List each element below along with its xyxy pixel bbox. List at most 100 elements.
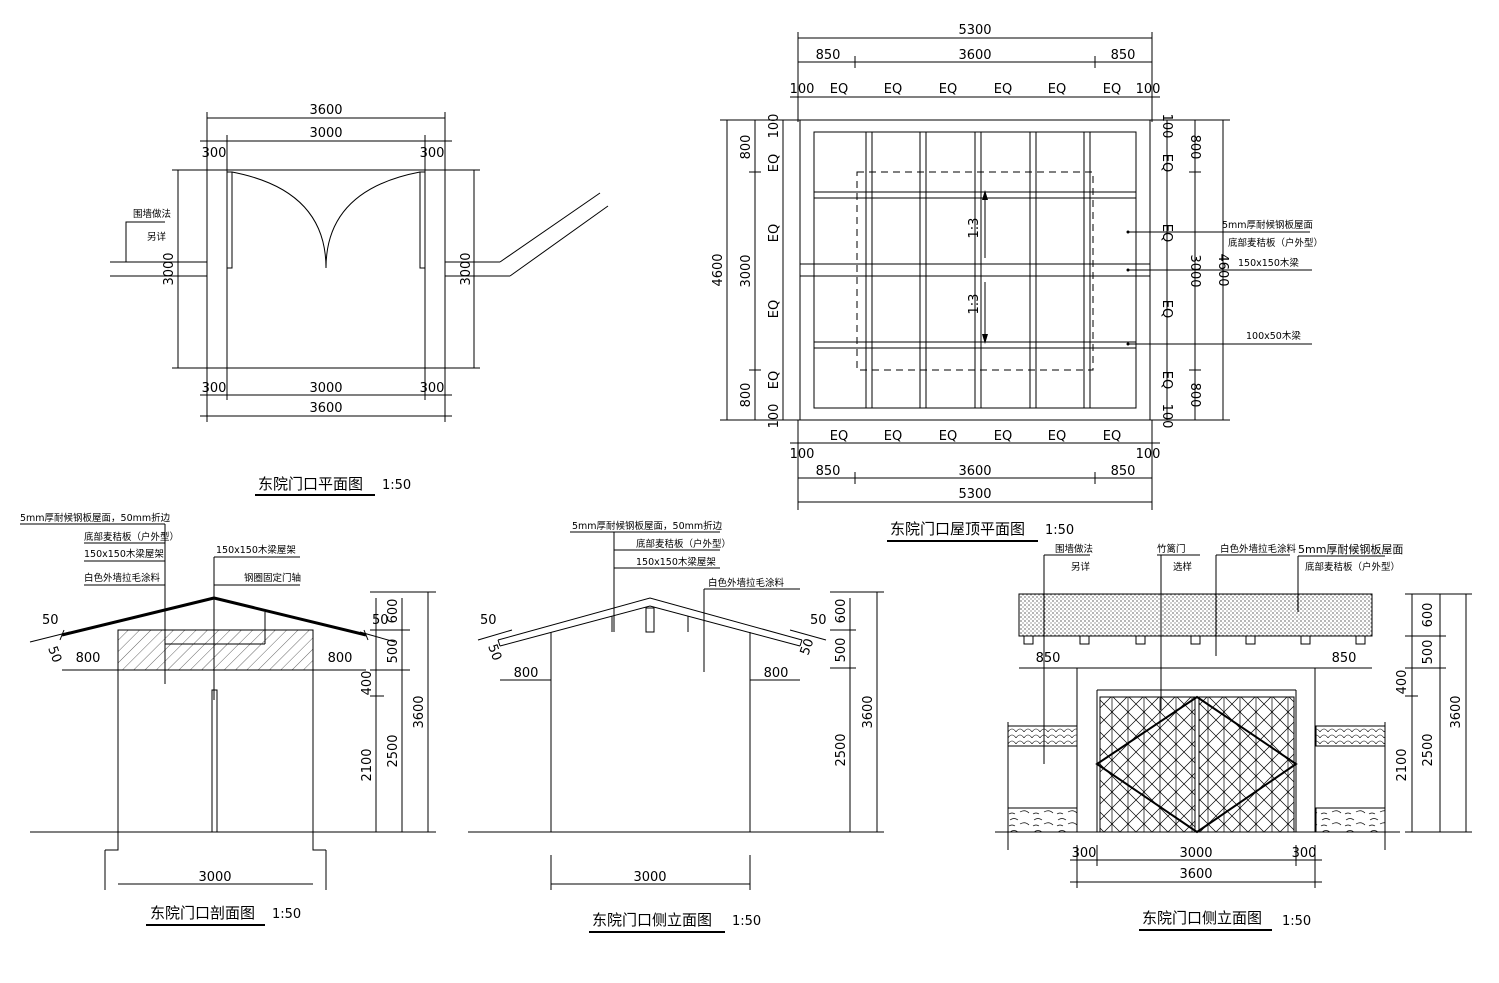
plan-dim-right-3000: 3000	[459, 252, 474, 285]
section-dim-50-left-b: 50	[44, 644, 64, 665]
front-note-paint: 白色外墙拉毛涂料	[1220, 543, 1297, 555]
plan-pillar-left	[206, 169, 228, 369]
side-note-2: 底部麦秸板（户外型）	[636, 538, 731, 550]
side-dim-500: 500	[834, 638, 849, 663]
plan-dim-top-300-right: 300	[420, 146, 445, 161]
side-dim-50-left: 50	[480, 613, 497, 628]
front-dim-3600-bottom: 3600	[1179, 867, 1212, 882]
roof-dim-top-100-left: 100	[790, 82, 815, 97]
roof-dim-right-800-top: 800	[1187, 135, 1202, 160]
plan-dim-bot-3000: 3000	[309, 381, 342, 396]
front-dim-300-left: 300	[1072, 846, 1097, 861]
side-roof-bottom	[499, 605, 801, 647]
front-elevation-drawing: 围墙做法 另详 竹篱门 选样 白色外墙拉毛涂料 5mm厚耐候钢板屋面 底部麦秸板…	[995, 542, 1472, 931]
front-dim-3000: 3000	[1179, 846, 1212, 861]
section-door-pivot	[211, 689, 218, 833]
plan-dim-top-3000: 3000	[309, 126, 342, 141]
plan-door-arc-right	[325, 171, 421, 269]
section-dim-600: 600	[386, 599, 401, 624]
side-scale: 1:50	[732, 914, 761, 929]
section-roof-right	[213, 596, 367, 637]
side-note-1: 5mm厚耐候钢板屋面，50mm折边	[572, 520, 723, 532]
side-dim-50-right: 50	[810, 613, 827, 628]
plan-title: 东院门口平面图	[258, 475, 363, 493]
roof-dim-bot-5300: 5300	[958, 487, 991, 502]
section-dim-500: 500	[386, 639, 401, 664]
side-dim-50-right-b: 50	[798, 637, 818, 658]
side-title: 东院门口侧立面图	[592, 911, 712, 929]
section-dim-400: 400	[360, 671, 375, 696]
roof-dim-left-4600: 4600	[711, 253, 726, 286]
roof-dim-right-3000: 3000	[1187, 254, 1202, 287]
roof-dim-bot-850-left: 850	[816, 464, 841, 479]
roof-eq-bot-5: EQ	[1048, 429, 1066, 444]
roof-dim-left-100-bot: 100	[767, 404, 782, 429]
plan-dim-bot-300-right: 300	[420, 381, 445, 396]
roof-eq-bot-3: EQ	[939, 429, 957, 444]
roof-dim-top-5300: 5300	[958, 23, 991, 38]
roof-eq-left-2: EQ	[767, 224, 782, 242]
roof-dim-top-850-right: 850	[1111, 48, 1136, 63]
roof-dim-top-3600: 3600	[958, 48, 991, 63]
section-note-2: 底部麦秸板（户外型）	[84, 531, 179, 543]
side-dim-600: 600	[834, 599, 849, 624]
roof-dim-left-800-top: 800	[739, 135, 754, 160]
roof-rafters	[799, 131, 1151, 409]
roof-eq-top-4: EQ	[994, 82, 1012, 97]
section-dim-800-right: 800	[328, 651, 353, 666]
roof-wall-outline	[856, 171, 1094, 371]
section-dim-3000: 3000	[198, 870, 231, 885]
side-note-3: 150x150木梁屋架	[636, 556, 716, 568]
plan-dim-top-3600: 3600	[309, 103, 342, 118]
plan-pillar-right	[424, 169, 446, 369]
plan-note-wall-2: 另详	[147, 231, 167, 243]
front-note-door-2: 选样	[1173, 561, 1192, 573]
side-dim-2500: 2500	[834, 733, 849, 766]
roof-eq-bot-2: EQ	[884, 429, 902, 444]
section-dim-800-left: 800	[76, 651, 101, 666]
front-dim-400: 400	[1395, 670, 1410, 695]
roof-eq-bot-1: EQ	[830, 429, 848, 444]
side-elevation-drawing: 5mm厚耐候钢板屋面，50mm折边 底部麦秸板（户外型） 150x150木梁屋架…	[468, 520, 884, 933]
roof-note-beam-big: 150x150木梁	[1238, 257, 1299, 269]
front-note-door-1: 竹篱门	[1157, 543, 1186, 555]
roof-eq-right-2: EQ	[1159, 224, 1174, 242]
section-note-3: 150x150木梁屋架	[84, 548, 164, 560]
front-roof-slab	[1018, 593, 1373, 637]
roof-note-roof-2: 底部麦秸板（户外型）	[1228, 237, 1323, 249]
front-dim-600: 600	[1421, 603, 1436, 628]
roof-dim-right-800-bot: 800	[1187, 383, 1202, 408]
section-roof-left	[61, 596, 215, 637]
plan-dim-top-300-left: 300	[202, 146, 227, 161]
roof-eq-right-1: EQ	[1159, 154, 1174, 172]
side-dim-800-left: 800	[514, 666, 539, 681]
roof-eq-bot-4: EQ	[994, 429, 1012, 444]
front-scale: 1:50	[1282, 914, 1311, 929]
roof-eq-left-1: EQ	[767, 154, 782, 172]
roof-plan-scale: 1:50	[1045, 523, 1074, 538]
front-note-roof-1: 5mm厚耐候钢板屋面	[1298, 542, 1403, 556]
roof-eq-top-2: EQ	[884, 82, 902, 97]
roof-dim-right-100-bot: 100	[1159, 404, 1174, 429]
roof-dim-bot-850-right: 850	[1111, 464, 1136, 479]
section-title: 东院门口剖面图	[150, 904, 255, 922]
front-dim-850-left: 850	[1036, 651, 1061, 666]
section-drawing: 3000 5mm厚耐候钢板屋面，50mm折边 底部麦秸板（户外型） 150x15…	[20, 512, 436, 926]
front-dim-850-right: 850	[1332, 651, 1357, 666]
side-dim-50-left-b: 50	[484, 642, 504, 663]
roof-dim-right-100-top: 100	[1159, 114, 1174, 139]
section-note-6: 钢圈固定门轴	[244, 572, 301, 584]
front-note-wall-1: 围墙做法	[1055, 543, 1093, 555]
front-note-roof-2: 底部麦秸板（户外型）	[1305, 561, 1400, 573]
front-dim-2500: 2500	[1421, 733, 1436, 766]
front-door-leaf-right	[1198, 696, 1295, 833]
roof-eq-left-4: EQ	[767, 371, 782, 389]
side-dim-3600: 3600	[861, 695, 876, 728]
plan-dim-bot-3600: 3600	[309, 401, 342, 416]
plan-scale: 1:50	[382, 478, 411, 493]
roof-slope-upper: 1:3	[967, 218, 982, 239]
roof-eq-right-4: EQ	[1159, 371, 1174, 389]
section-lintel	[117, 629, 314, 671]
roof-dim-left-100-top: 100	[767, 114, 782, 139]
